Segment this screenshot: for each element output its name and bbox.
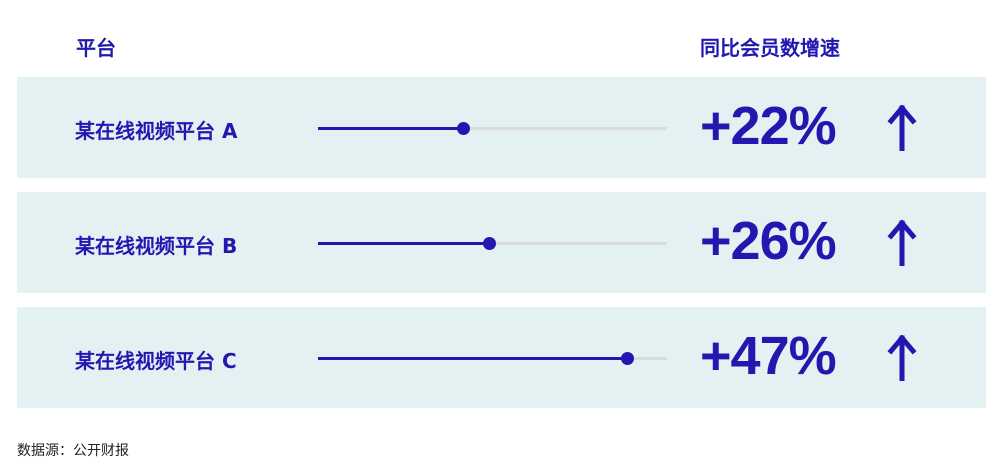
bar-end-dot <box>621 352 635 365</box>
data-label: +26% <box>700 211 837 271</box>
source-note: 数据源：公开财报 <box>17 443 129 459</box>
category-label: 某在线视频平台 C <box>75 349 237 373</box>
bar-track <box>318 352 667 365</box>
data-label: +22% <box>700 96 837 156</box>
bar-end-dot <box>456 122 470 135</box>
category-label: 某在线视频平台 A <box>75 119 238 143</box>
bar-track <box>318 122 667 135</box>
bar <box>318 127 463 130</box>
data-label: +47% <box>700 326 837 386</box>
bar <box>318 242 490 245</box>
bar-end-dot <box>483 237 497 250</box>
arrow-up-icon <box>887 220 917 266</box>
bar <box>318 357 628 360</box>
header-growth: 同比会员数增速 <box>700 36 840 60</box>
chart-row: 某在线视频平台 A +22% <box>17 77 986 178</box>
header-platform: 平台 <box>76 36 116 60</box>
chart-row: 某在线视频平台 B +26% <box>17 192 986 293</box>
category-label: 某在线视频平台 B <box>75 234 238 258</box>
arrow-up-icon <box>887 335 917 381</box>
arrow-up-icon <box>887 105 917 151</box>
chart-row: 某在线视频平台 C +47% <box>17 307 986 408</box>
bar-track <box>318 237 667 250</box>
